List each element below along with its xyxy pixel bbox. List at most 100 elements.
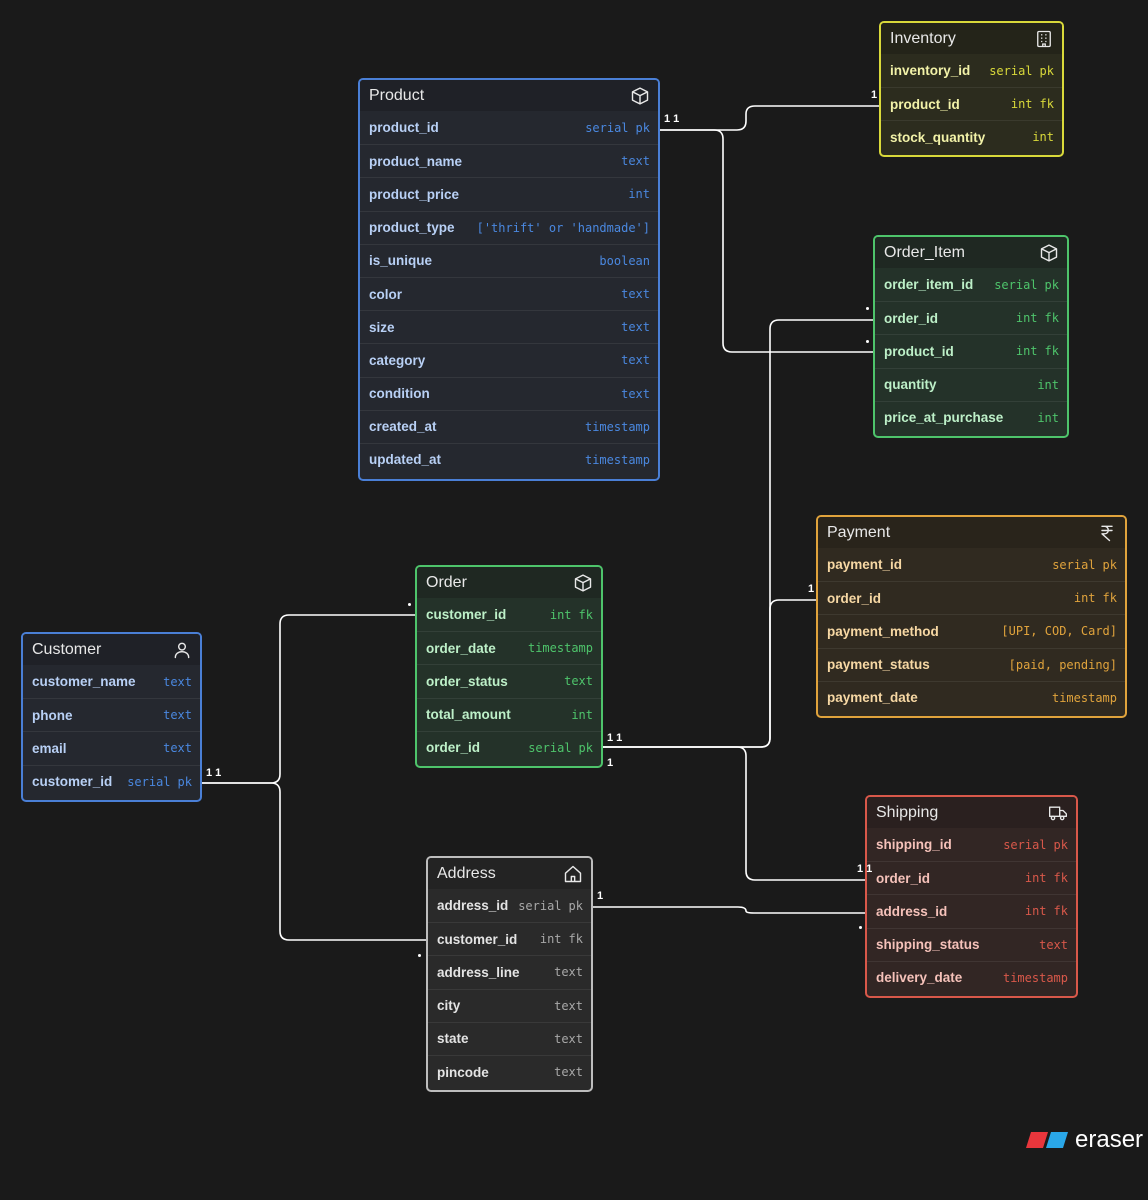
- field-type: timestamp: [584, 419, 650, 434]
- field-row[interactable]: payment_method [UPI, COD, Card]: [818, 614, 1125, 647]
- field-row[interactable]: quantity int: [875, 367, 1067, 401]
- field-row[interactable]: shipping_status text: [867, 927, 1076, 961]
- cardinality-label: 1: [808, 583, 815, 595]
- field-name: order_id: [876, 870, 931, 886]
- field-row[interactable]: category text: [360, 343, 658, 376]
- field-type: text: [554, 1031, 583, 1046]
- field-name: shipping_id: [876, 837, 952, 853]
- field-list: customer_name text phone text email text…: [23, 665, 200, 798]
- field-row[interactable]: price_at_purchase int: [875, 400, 1067, 434]
- field-type: text: [621, 386, 650, 401]
- field-name: order_id: [884, 310, 939, 326]
- field-type: timestamp: [1051, 690, 1117, 705]
- field-row[interactable]: payment_status [paid, pending]: [818, 647, 1125, 681]
- brand-name: eraser: [1075, 1126, 1144, 1153]
- field-row[interactable]: is_unique boolean: [360, 243, 658, 277]
- field-name: price_at_purchase: [884, 410, 1004, 426]
- field-row[interactable]: stock_quantity int: [881, 120, 1062, 153]
- table-customer[interactable]: Customer customer_name text phone text e…: [21, 632, 202, 802]
- field-name: shipping_status: [876, 937, 980, 953]
- field-type: int: [628, 187, 650, 202]
- field-name: address_line: [437, 964, 520, 980]
- brand-logo: eraser: [1026, 1126, 1143, 1154]
- field-name: phone: [32, 707, 73, 723]
- field-name: stock_quantity: [890, 129, 986, 145]
- field-row[interactable]: city text: [428, 988, 591, 1022]
- connector-product-inventory: [655, 105, 883, 131]
- field-name: total_amount: [426, 707, 511, 723]
- connector-order-shipping: [598, 746, 869, 881]
- field-row[interactable]: total_amount int: [417, 697, 601, 731]
- field-name: category: [369, 352, 426, 368]
- field-row[interactable]: color text: [360, 276, 658, 310]
- field-name: address_id: [437, 898, 509, 914]
- field-name: email: [32, 740, 67, 756]
- field-name: customer_name: [32, 674, 136, 690]
- field-type: text: [621, 154, 650, 169]
- field-row[interactable]: delivery_date timestamp: [867, 960, 1076, 994]
- field-row[interactable]: updated_at timestamp: [360, 442, 658, 476]
- field-row[interactable]: payment_date timestamp: [818, 680, 1125, 714]
- field-type: timestamp: [584, 452, 650, 467]
- field-row[interactable]: created_at timestamp: [360, 409, 658, 443]
- field-row[interactable]: condition text: [360, 376, 658, 410]
- many-marker: [418, 954, 421, 957]
- field-row[interactable]: phone text: [23, 698, 200, 731]
- field-row[interactable]: size text: [360, 310, 658, 343]
- truck-icon: [1049, 806, 1067, 820]
- field-row[interactable]: address_line text: [428, 955, 591, 988]
- field-row[interactable]: email text: [23, 731, 200, 764]
- field-row[interactable]: order_date timestamp: [417, 631, 601, 664]
- field-name: state: [437, 1031, 469, 1047]
- field-row[interactable]: state text: [428, 1021, 591, 1055]
- field-name: payment_date: [827, 690, 918, 706]
- field-constraint: fk: [1102, 591, 1117, 606]
- connector-product-order-item: [655, 129, 877, 353]
- field-row[interactable]: order_status text: [417, 664, 601, 697]
- field-row[interactable]: product_price int: [360, 177, 658, 210]
- field-name: product_id: [369, 120, 439, 136]
- field-row[interactable]: product_name text: [360, 144, 658, 177]
- table-header: Inventory: [881, 23, 1062, 54]
- field-name: product_id: [890, 96, 960, 112]
- table-title: Address: [437, 864, 496, 882]
- field-row[interactable]: product_type ['thrift' or 'handmade']: [360, 210, 658, 244]
- field-name: product_id: [884, 343, 954, 359]
- field-type: ['thrift' or 'handmade']: [476, 220, 650, 235]
- field-name: product_name: [369, 153, 463, 169]
- field-row[interactable]: customer_name text: [23, 665, 200, 698]
- field-row[interactable]: pincode text: [428, 1054, 591, 1088]
- field-type: timestamp: [1002, 970, 1068, 985]
